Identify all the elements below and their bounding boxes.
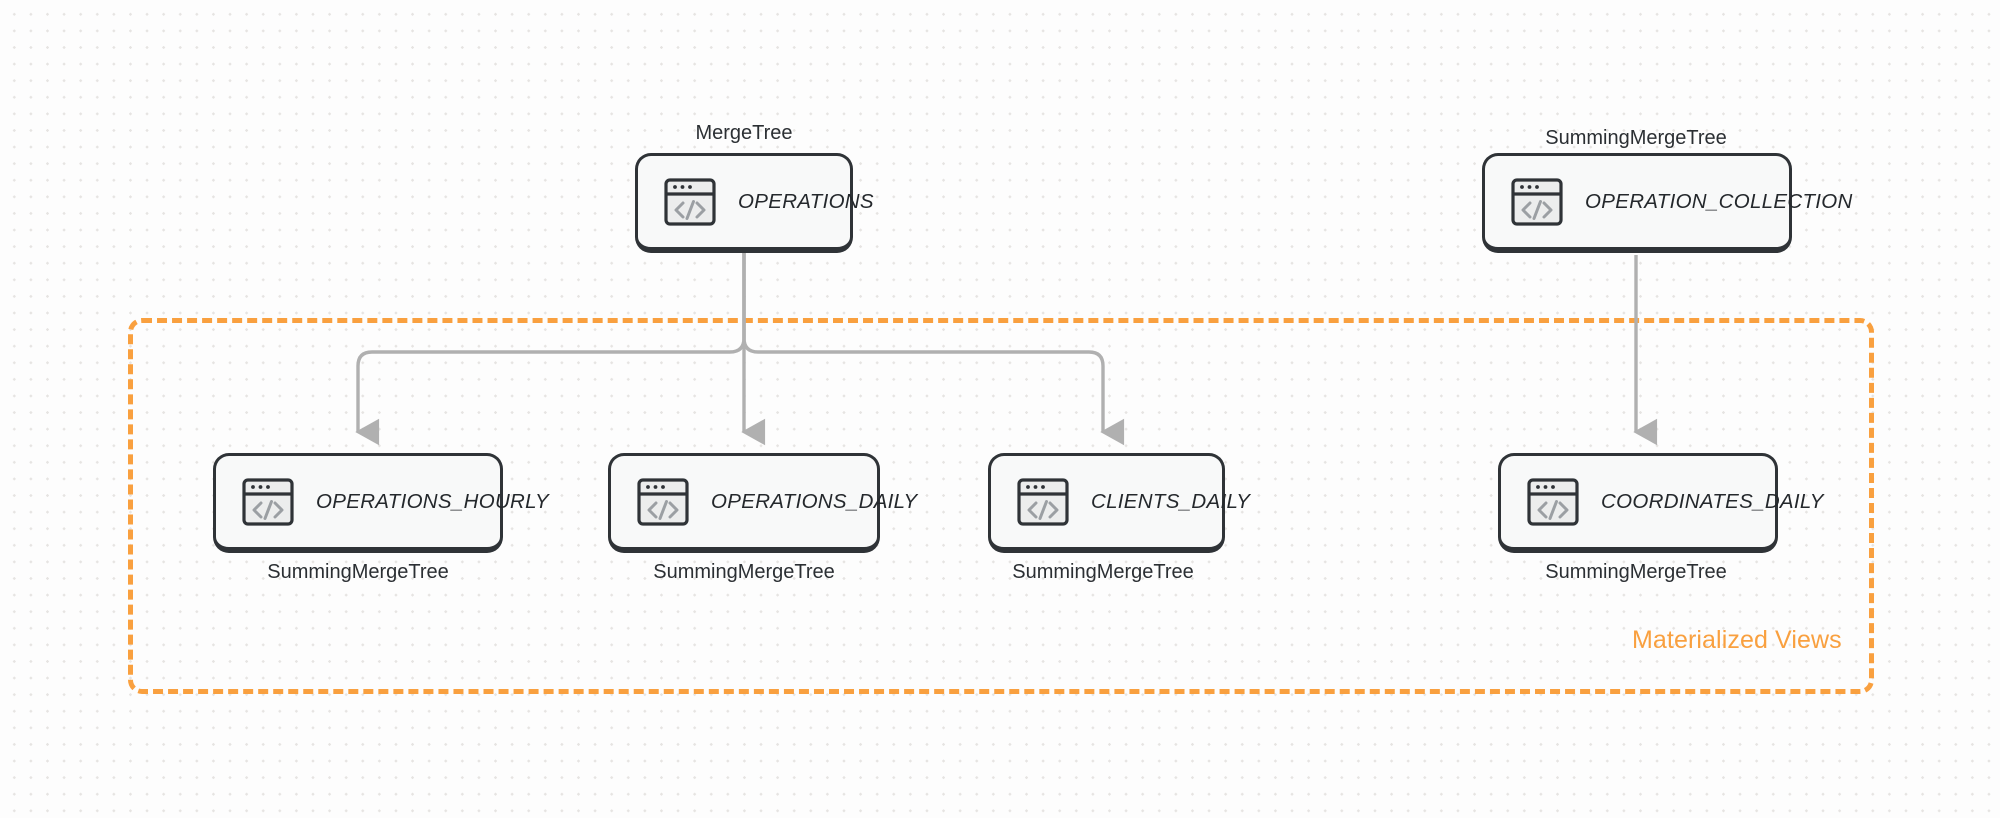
engine-label-clients-daily: SummingMergeTree bbox=[1012, 561, 1194, 583]
code-window-icon bbox=[1017, 477, 1069, 526]
engine-label-coordinates-daily: SummingMergeTree bbox=[1545, 561, 1727, 583]
code-window-icon bbox=[1511, 177, 1563, 226]
node-label-operations-daily: OPERATIONS_DAILY bbox=[711, 489, 918, 513]
node-label-operations-hourly: OPERATIONS_HOURLY bbox=[316, 489, 549, 513]
node-label-coordinates-daily: COORDINATES_DAILY bbox=[1601, 489, 1824, 513]
node-label-operation-collection: OPERATION_COLLECTION bbox=[1585, 189, 1853, 213]
engine-label-operation-collection: SummingMergeTree bbox=[1545, 127, 1727, 149]
code-window-icon bbox=[242, 477, 294, 526]
node-operations-daily[interactable]: OPERATIONS_DAILY bbox=[608, 453, 917, 553]
engine-label-operations-hourly: SummingMergeTree bbox=[267, 561, 449, 583]
engine-label-operations-daily: SummingMergeTree bbox=[653, 561, 835, 583]
node-coordinates-daily[interactable]: COORDINATES_DAILY bbox=[1498, 453, 1823, 553]
code-window-icon bbox=[637, 477, 689, 526]
code-window-icon bbox=[1527, 477, 1579, 526]
node-label-clients-daily: CLIENTS_DAILY bbox=[1091, 489, 1251, 513]
node-operations[interactable]: OPERATIONS bbox=[635, 153, 874, 253]
node-clients-daily[interactable]: CLIENTS_DAILY bbox=[988, 453, 1250, 553]
node-label-operations: OPERATIONS bbox=[738, 189, 874, 213]
node-operations-hourly[interactable]: OPERATIONS_HOURLY bbox=[213, 453, 549, 553]
node-operation-collection[interactable]: OPERATION_COLLECTION bbox=[1482, 153, 1852, 253]
engine-label-operations: MergeTree bbox=[695, 122, 793, 144]
code-window-icon bbox=[664, 177, 716, 226]
materialized-views-group-label: Materialized Views bbox=[1632, 626, 1842, 654]
